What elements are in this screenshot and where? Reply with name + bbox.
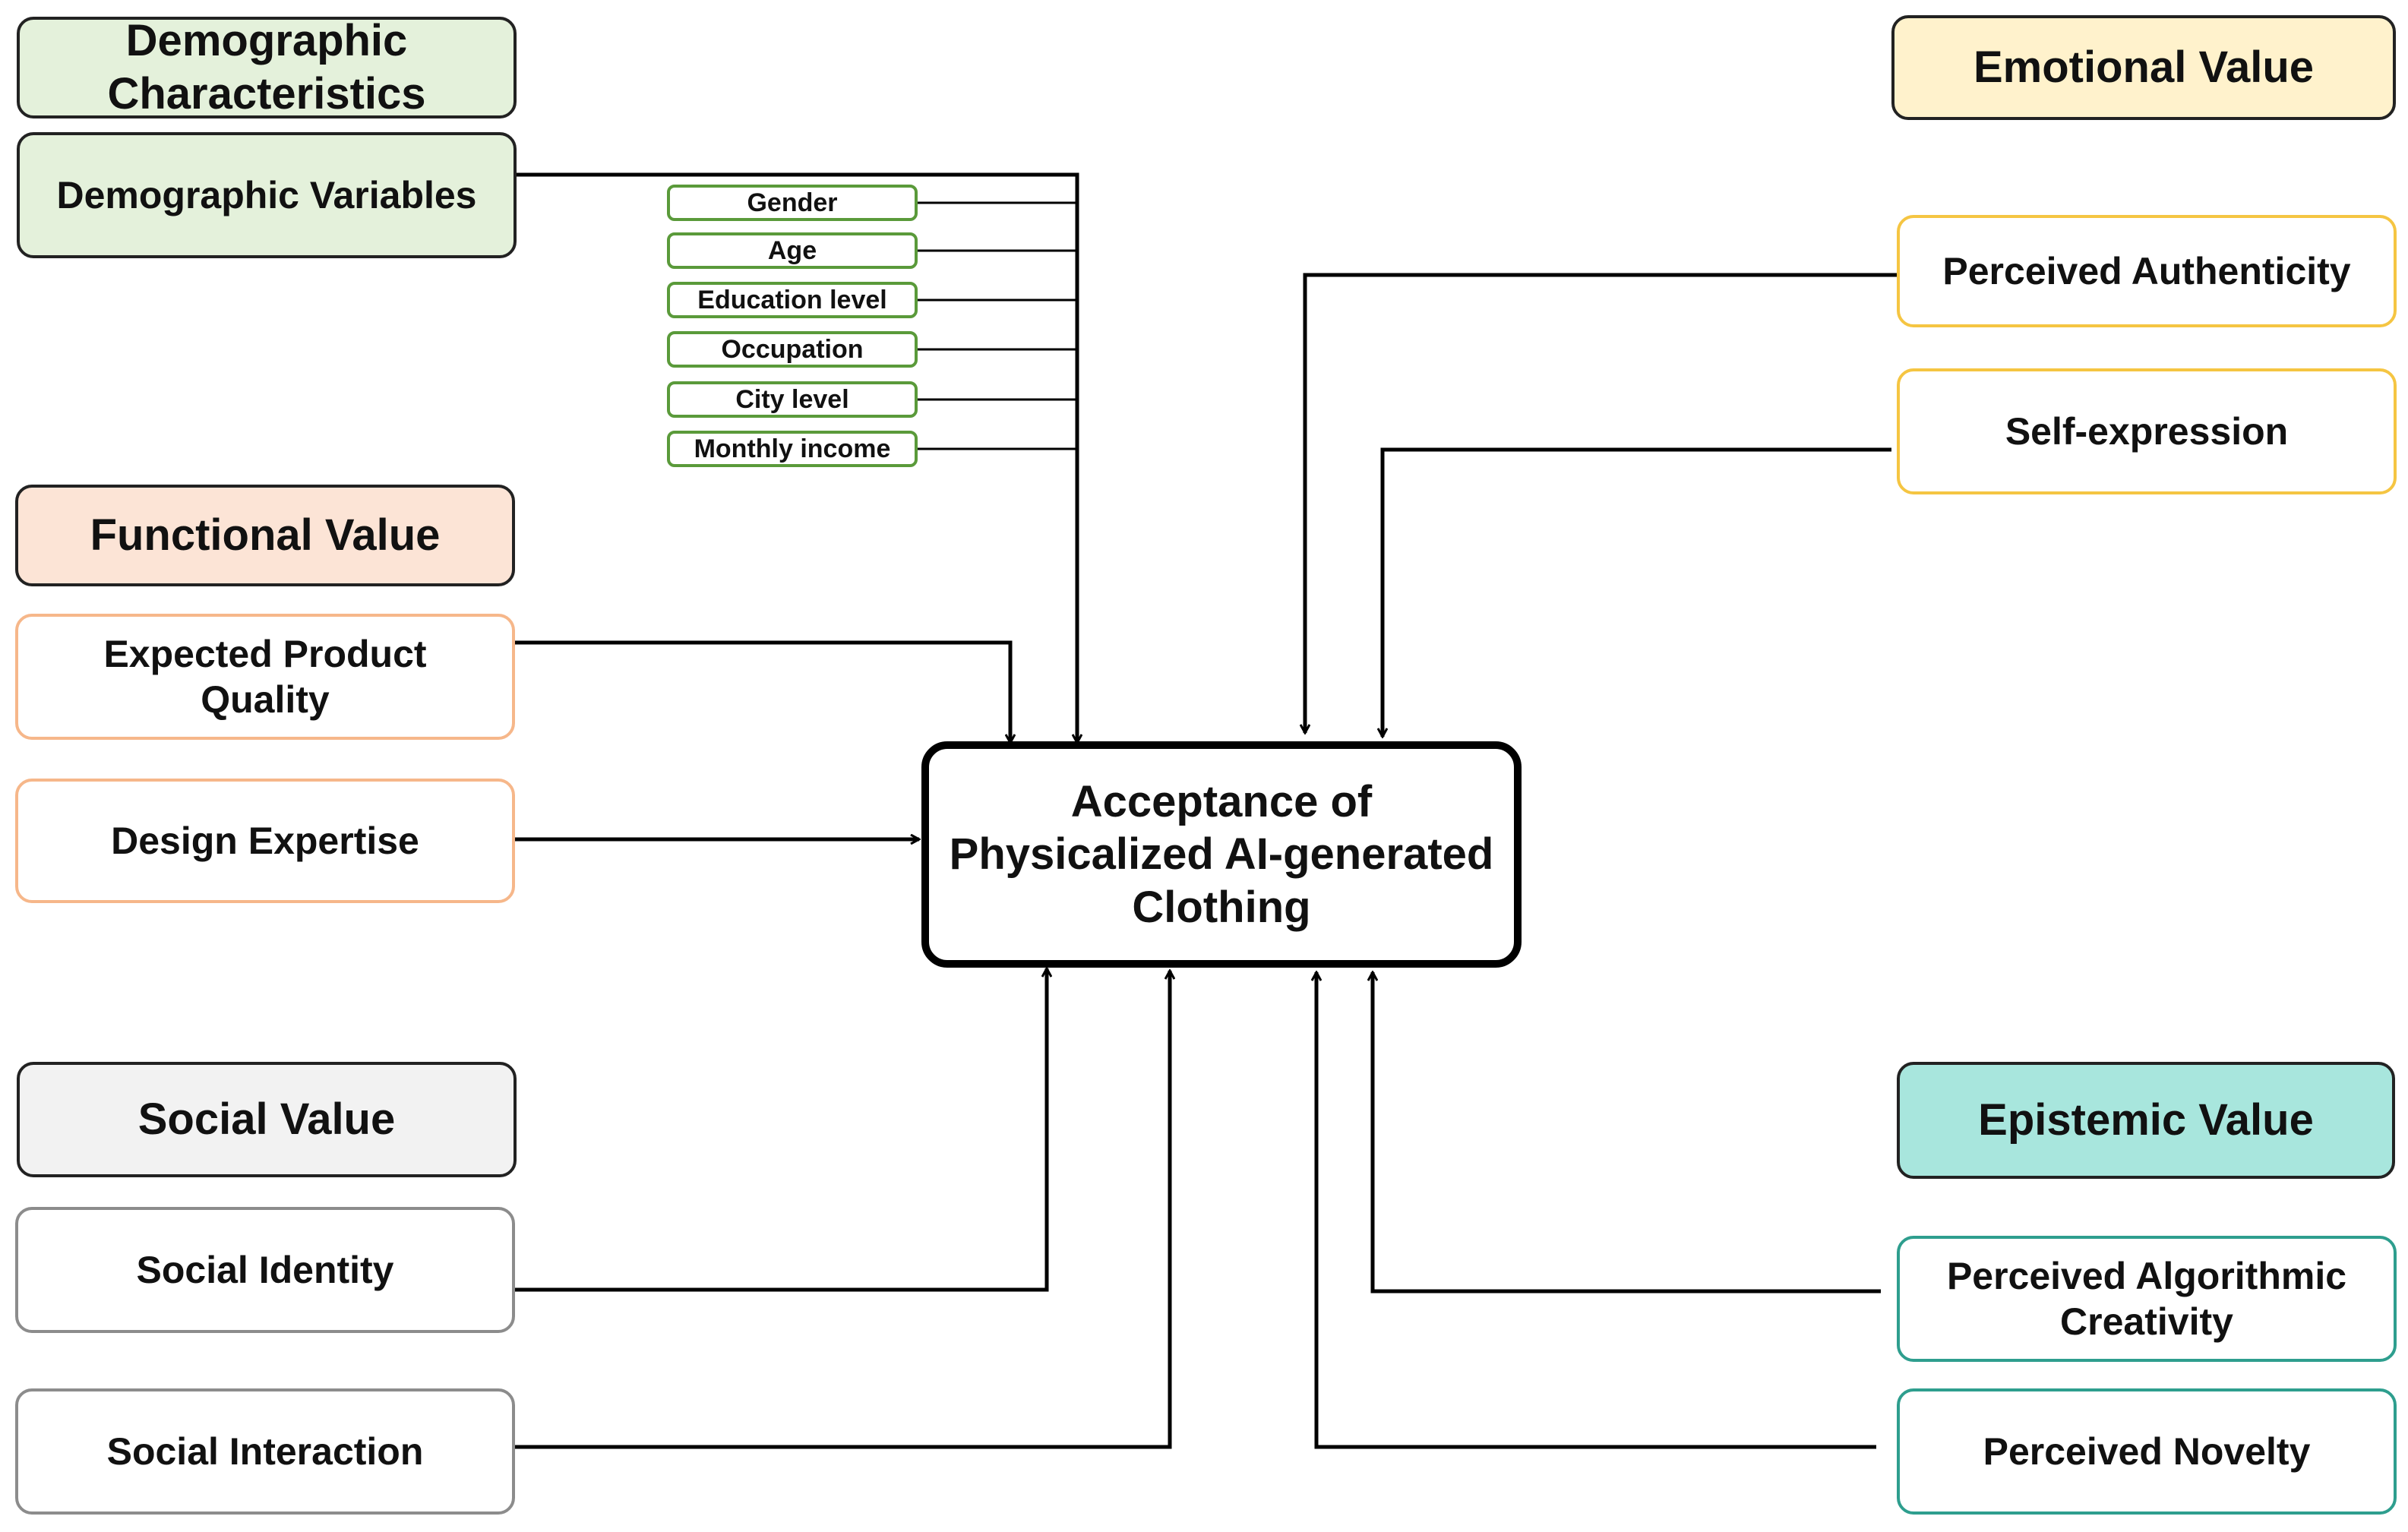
demographic-variables-box: Demographic Variables	[17, 132, 517, 258]
demographic-variable-city-level: City level	[667, 381, 918, 418]
expected-product-quality-box: Expected Product Quality	[15, 614, 515, 740]
perceived-authenticity-label: Perceived Authenticity	[1942, 250, 2351, 292]
demographic-variable-occupation: Occupation	[667, 331, 918, 368]
gender-label: Gender	[747, 188, 838, 217]
self-expression-label: Self-expression	[2005, 410, 2289, 453]
social-value-header: Social Value	[17, 1062, 517, 1177]
social-value-title: Social Value	[137, 1095, 396, 1145]
design-expertise-box: Design Expertise	[15, 779, 515, 903]
functional-value-title: Functional Value	[90, 510, 441, 561]
perceived-novelty-box: Perceived Novelty	[1897, 1388, 2397, 1515]
occupation-label: Occupation	[721, 334, 864, 364]
demographic-variable-age: Age	[667, 232, 918, 269]
perceived-algorithmic-creativity-label: Perceived Algorithmic Creativity	[1946, 1255, 2347, 1343]
demographic-characteristics-header: Demographic Characteristics	[17, 16, 517, 118]
algorithmic-creativity-arrow	[1373, 972, 1881, 1294]
social-identity-arrow	[515, 968, 1047, 1292]
design-expertise-label: Design Expertise	[111, 820, 419, 862]
epistemic-value-header: Epistemic Value	[1897, 1062, 2395, 1179]
expected-quality-arrow	[515, 640, 1010, 743]
acceptance-outcome-box: Acceptance of Physicalized AI-generated …	[921, 741, 1522, 968]
perceived-algorithmic-creativity-box: Perceived Algorithmic Creativity	[1897, 1236, 2397, 1362]
social-interaction-box: Social Interaction	[15, 1388, 515, 1515]
perceived-novelty-label: Perceived Novelty	[1983, 1430, 2311, 1473]
age-label: Age	[767, 235, 817, 265]
monthly-income-label: Monthly income	[694, 434, 891, 463]
social-interaction-label: Social Interaction	[106, 1430, 424, 1473]
demographic-variable-monthly-income: Monthly income	[667, 431, 918, 467]
emotional-value-title: Emotional Value	[1973, 43, 2314, 93]
social-identity-box: Social Identity	[15, 1207, 515, 1333]
perceived-authenticity-box: Perceived Authenticity	[1897, 215, 2397, 327]
novelty-arrow	[1316, 972, 1876, 1449]
demographic-connector	[515, 172, 1077, 743]
authenticity-arrow	[1305, 273, 1897, 733]
emotional-value-header: Emotional Value	[1891, 15, 2396, 120]
demographic-variable-education: Education level	[667, 282, 918, 318]
social-identity-label: Social Identity	[136, 1249, 394, 1291]
self-expression-box: Self-expression	[1897, 368, 2397, 494]
epistemic-value-title: Epistemic Value	[1978, 1095, 2314, 1145]
expected-product-quality-label: Expected Product Quality	[103, 633, 427, 721]
demographic-variables-label: Demographic Variables	[56, 174, 477, 216]
self-expression-arrow	[1383, 447, 1891, 737]
city-level-label: City level	[735, 384, 849, 414]
education-label: Education level	[697, 285, 887, 314]
functional-value-header: Functional Value	[15, 485, 515, 586]
demographic-variable-gender: Gender	[667, 185, 918, 221]
social-interaction-arrow	[515, 971, 1170, 1449]
acceptance-outcome-label: Acceptance of Physicalized AI-generated …	[949, 776, 1494, 932]
demographic-characteristics-title: Demographic Characteristics	[107, 16, 426, 118]
